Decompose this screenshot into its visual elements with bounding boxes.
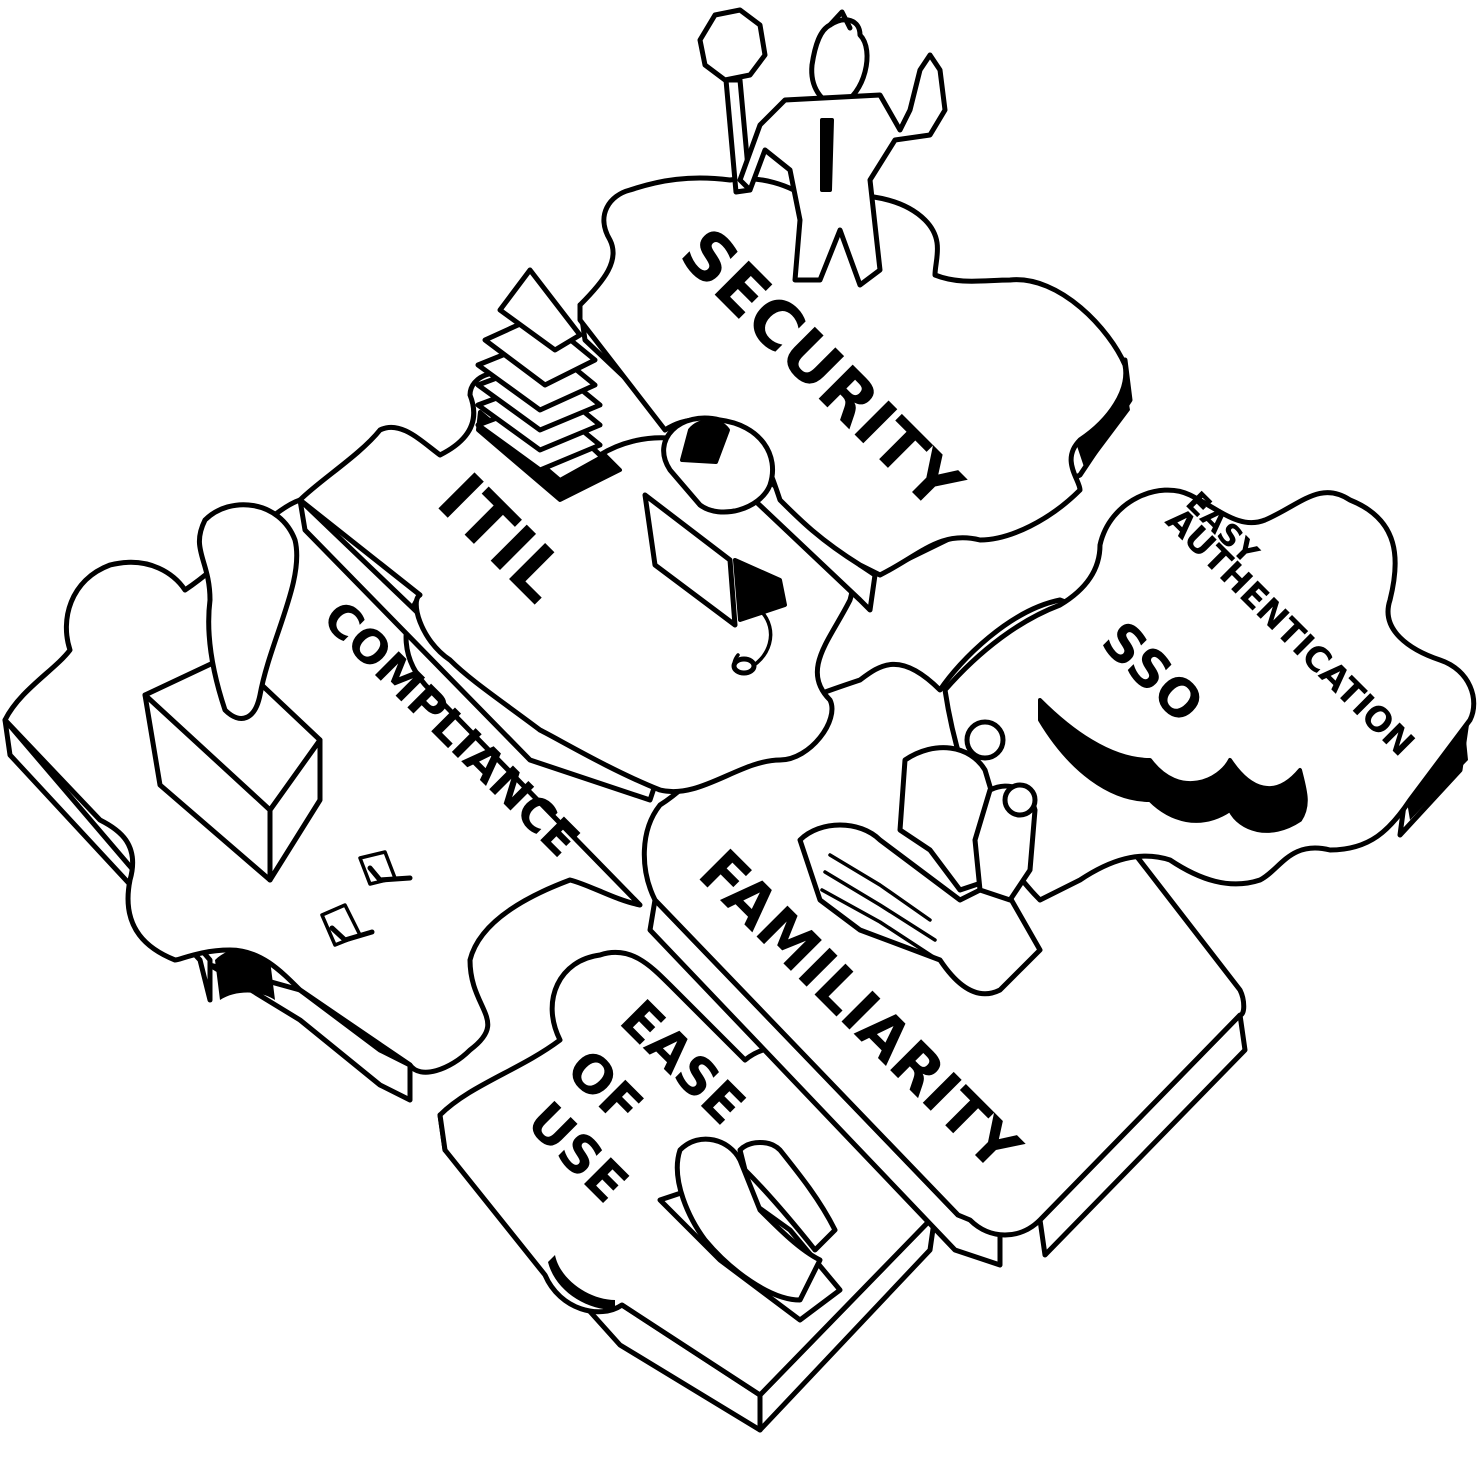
security-piece: [577, 175, 1133, 613]
checkbox-icon: [320, 850, 413, 947]
sso-squiggle-icon: [1038, 698, 1308, 833]
document-stack-icon: [475, 267, 622, 502]
laptop-icon: [642, 492, 787, 676]
easy-authentication-piece: [942, 487, 1477, 903]
press-button-icon: [657, 1136, 843, 1323]
stamp-icon: [142, 502, 323, 883]
sofa-people-icon: [797, 719, 1043, 997]
security-guard-figure: [697, 7, 948, 288]
